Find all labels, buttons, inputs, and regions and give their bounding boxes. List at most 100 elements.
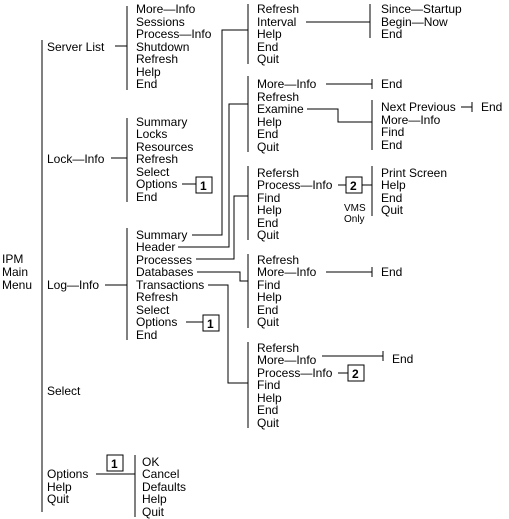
proc-sub-end: End (381, 191, 402, 205)
log-item-header: Header (136, 240, 175, 254)
db-branch-find: Find (257, 278, 280, 292)
proc-branch-process-info: Process—Info (257, 178, 333, 192)
lock-branch-help: Help (257, 115, 282, 129)
log-options-badge (202, 314, 220, 332)
conn-examine (307, 108, 372, 123)
conn-summary-to-server-more (192, 29, 248, 236)
lock-item-select: Select (136, 165, 170, 179)
server-more-interval: Interval (257, 15, 296, 29)
lock-item-locks: Locks (136, 127, 167, 141)
examine-end: End (381, 138, 402, 152)
log-item-refresh: Refresh (136, 290, 178, 304)
lock-item-end: End (136, 190, 157, 204)
log-options-badge-label: 1 (207, 317, 214, 331)
lock-item-resources: Resources (136, 140, 193, 154)
root-line-3: Menu (2, 278, 32, 292)
examine-find: Find (381, 125, 404, 139)
tx-branch-more-info: More—Info (257, 353, 317, 367)
db-branch-end: End (257, 303, 278, 317)
db-branch-more-info: More—Info (257, 265, 317, 279)
options-help: Help (142, 492, 167, 506)
log-item-summary: Summary (136, 228, 187, 242)
db-branch-quit: Quit (257, 315, 280, 329)
conn-processes-to-branch (196, 195, 248, 260)
server-more-refresh: Refresh (257, 2, 299, 16)
lock-branch-more-info: More—Info (257, 77, 317, 91)
node-server-list: Server List (47, 40, 105, 54)
proc-note-vms: VMS (344, 203, 366, 214)
log-item-end: End (136, 328, 157, 342)
proc-sub-quit: Quit (381, 203, 404, 217)
node-help: Help (47, 480, 72, 494)
conn-databases-to-branch (197, 271, 248, 282)
conn-transactions-to-branch (208, 284, 248, 384)
server-item-shutdown: Shutdown (136, 40, 189, 54)
log-item-select: Select (136, 303, 170, 317)
proc-note-only: Only (344, 214, 365, 225)
proc-branch-end: End (257, 216, 278, 230)
lock-branch-refresh: Refresh (257, 90, 299, 104)
options-quit: Quit (142, 505, 165, 519)
server-item-help: Help (136, 65, 161, 79)
proc-badge-label: 2 (350, 179, 357, 193)
server-item-end: End (136, 77, 157, 91)
tx-branch-help: Help (257, 391, 282, 405)
tx-branch-find: Find (257, 378, 280, 392)
tx-branch-process-info: Process—Info (257, 366, 333, 380)
tx-branch-end: End (257, 403, 278, 417)
lock-branch-end: End (257, 127, 278, 141)
tx-badge-label: 2 (352, 367, 359, 381)
server-item-refresh: Refresh (136, 52, 178, 66)
node-quit: Quit (47, 492, 70, 506)
examine-next-previous: Next Previous (381, 100, 456, 114)
interval-begin-now: Begin—Now (381, 15, 448, 29)
options-ok: OK (142, 455, 159, 469)
log-item-databases: Databases (136, 265, 193, 279)
lock-item-options: Options (136, 177, 177, 191)
options-cancel: Cancel (142, 467, 179, 481)
proc-branch-quit: Quit (257, 228, 280, 242)
interval-since-startup: Since—Startup (381, 2, 462, 16)
lock-branch-quit: Quit (257, 140, 280, 154)
db-more-end: End (381, 265, 402, 279)
conn-header-to-lock-branch (178, 103, 248, 248)
tx-branch-quit: Quit (257, 416, 280, 430)
server-more-quit: Quit (257, 52, 280, 66)
log-item-transactions: Transactions (136, 278, 204, 292)
node-select: Select (47, 384, 81, 398)
lock-options-badge (195, 176, 213, 194)
options-defaults: Defaults (142, 480, 186, 494)
root-line-2: Main (2, 265, 28, 279)
tx-branch-refersh: Refersh (257, 341, 299, 355)
lock-item-refresh: Refresh (136, 152, 178, 166)
lock-more-end: End (381, 77, 402, 91)
db-branch-refresh: Refresh (257, 253, 299, 267)
next-previous-end: End (481, 100, 502, 114)
node-log-info: Log—Info (47, 278, 99, 292)
tx-badge (347, 364, 365, 382)
server-item-sessions: Sessions (136, 15, 185, 29)
node-options: Options (47, 467, 88, 481)
lock-branch-examine: Examine (257, 102, 304, 116)
db-branch-help: Help (257, 290, 282, 304)
proc-branch-find: Find (257, 191, 280, 205)
proc-branch-help: Help (257, 203, 282, 217)
proc-sub-print-screen: Print Screen (381, 166, 447, 180)
options-main-badge-label: 1 (111, 457, 118, 471)
server-more-end: End (257, 40, 278, 54)
log-item-processes: Processes (136, 253, 192, 267)
server-item-process-info: Process—Info (136, 27, 212, 41)
interval-end: End (381, 27, 402, 41)
lock-options-badge-label: 1 (200, 179, 207, 193)
node-lock-info: Lock—Info (47, 152, 105, 166)
log-item-options: Options (136, 315, 177, 329)
server-item-more-info: More—Info (136, 2, 196, 16)
lock-item-summary: Summary (136, 115, 187, 129)
server-more-help: Help (257, 27, 282, 41)
root-line-1: IPM (2, 252, 23, 266)
proc-sub-help: Help (381, 178, 406, 192)
tx-more-end: End (392, 352, 413, 366)
options-main-badge (106, 454, 124, 472)
examine-more-info: More—Info (381, 113, 441, 127)
